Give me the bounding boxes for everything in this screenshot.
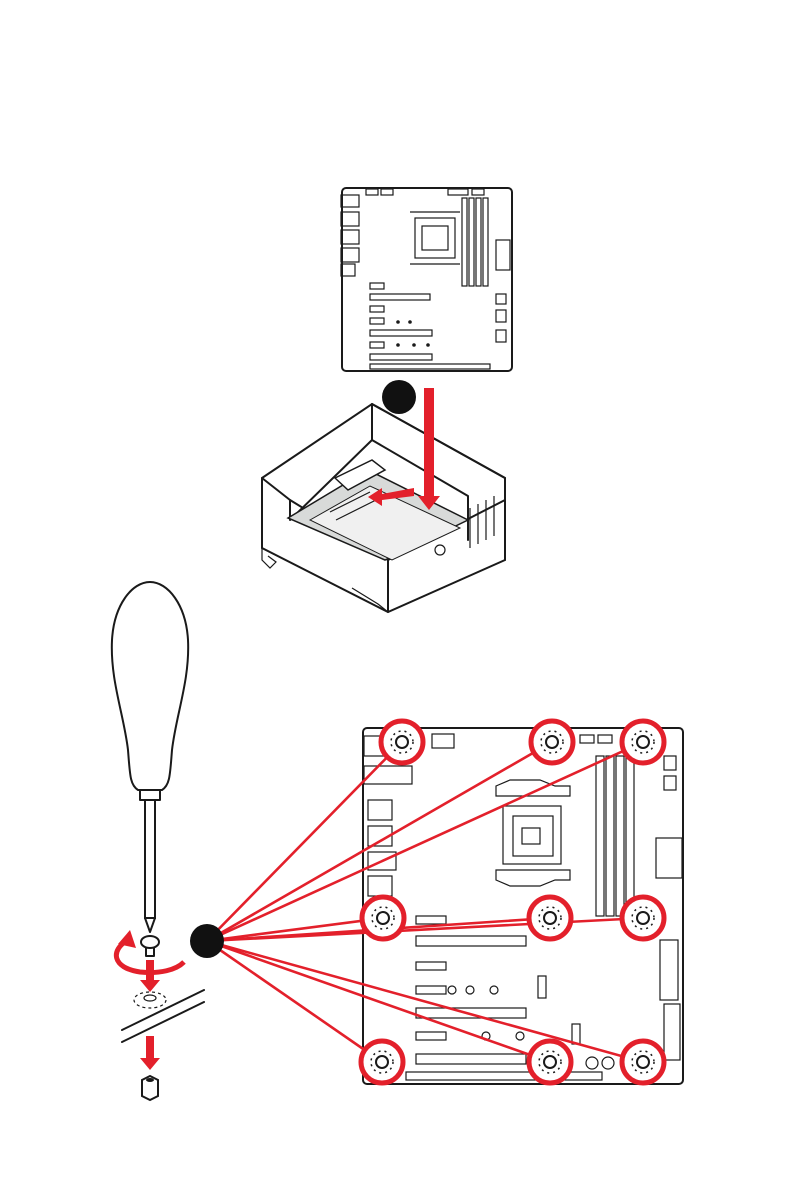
motherboard-top-view bbox=[341, 188, 512, 371]
mounting-hole bbox=[361, 1041, 403, 1083]
step-1-marker bbox=[382, 380, 416, 414]
mounting-hole bbox=[529, 1041, 571, 1083]
mounting-hole bbox=[362, 897, 404, 939]
down-arrow-icon bbox=[140, 960, 160, 1070]
mounting-hole bbox=[622, 721, 664, 763]
screw-icon bbox=[141, 936, 159, 956]
mounting-hole bbox=[529, 897, 571, 939]
board-edge bbox=[122, 990, 204, 1042]
mounting-hole bbox=[622, 1041, 664, 1083]
standoff-icon bbox=[142, 1076, 158, 1100]
pc-case bbox=[262, 404, 505, 612]
step-2-marker bbox=[190, 924, 224, 958]
mounting-hole bbox=[531, 721, 573, 763]
screwdriver-icon bbox=[112, 582, 188, 932]
mounting-hole bbox=[381, 721, 423, 763]
mounting-hole bbox=[622, 897, 664, 939]
